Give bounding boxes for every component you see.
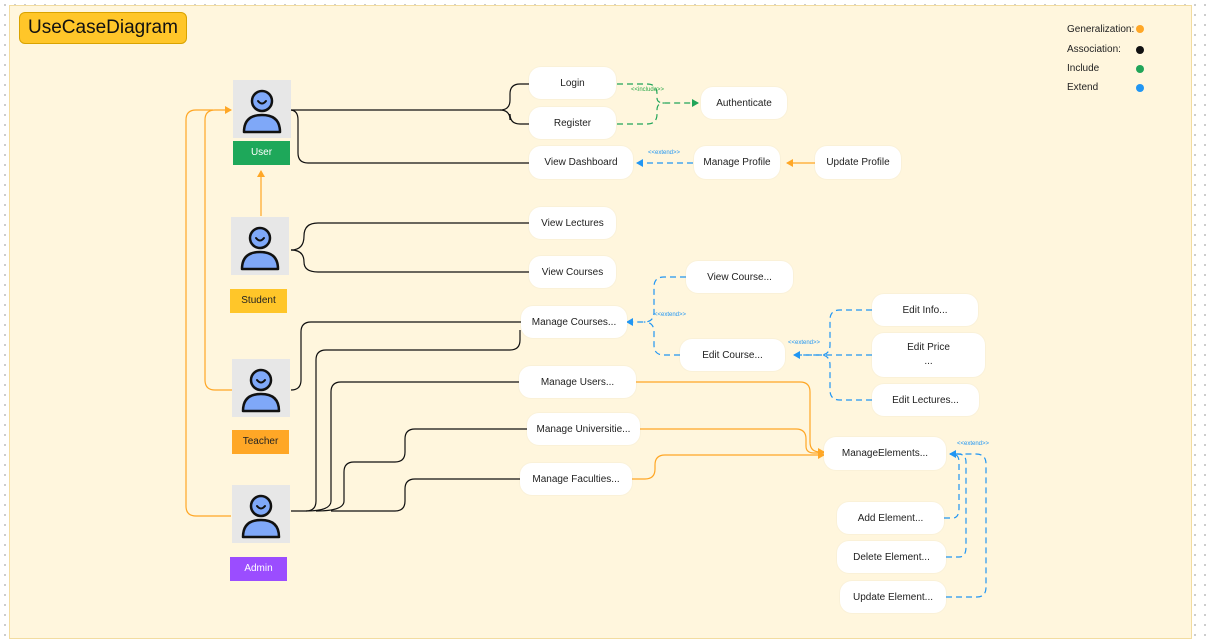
assoc-admin-universities bbox=[315, 428, 527, 512]
include-register-auth bbox=[617, 102, 665, 125]
user-actor[interactable] bbox=[233, 80, 291, 138]
legend-association-dot bbox=[1136, 46, 1144, 54]
assoc-user-login bbox=[290, 83, 529, 111]
student-label: Student bbox=[230, 289, 287, 313]
legend-include-dot bbox=[1136, 65, 1144, 73]
diagram-title: UseCaseDiagram bbox=[19, 12, 187, 44]
usecase-manage-faculties[interactable]: Manage Faculties... bbox=[520, 463, 632, 495]
extend-tag-elements: <<extend>> bbox=[957, 441, 990, 447]
usecase-manage-elements[interactable]: ManageElements... bbox=[824, 437, 946, 470]
usecase-manage-users[interactable]: Manage Users... bbox=[519, 366, 636, 398]
usecase-view-dashboard[interactable]: View Dashboard bbox=[529, 146, 633, 179]
legend-include-label: Include bbox=[1067, 63, 1100, 74]
include-tag: <<include>> bbox=[631, 87, 665, 93]
legend-generalization-label: Generalization: bbox=[1067, 24, 1135, 35]
association-lines bbox=[289, 83, 529, 512]
usecase-update-element[interactable]: Update Element... bbox=[840, 581, 946, 613]
include-login-auth bbox=[617, 83, 699, 107]
legend-extend-dot bbox=[1136, 84, 1144, 92]
extend-editlectures-editcourse bbox=[819, 354, 872, 401]
usecase-register[interactable]: Register bbox=[529, 107, 616, 139]
extend-delete-elements bbox=[946, 453, 967, 558]
extend-tag-profile: <<extend>> bbox=[648, 150, 681, 156]
extend-editcourse-managecourses bbox=[643, 321, 680, 356]
assoc-user-register bbox=[499, 109, 529, 125]
user-label: User bbox=[233, 141, 290, 165]
usecase-login[interactable]: Login bbox=[529, 67, 616, 99]
generalization-lines bbox=[185, 106, 825, 517]
assoc-teacher-managecourses bbox=[290, 321, 521, 391]
assoc-user-dashboard bbox=[289, 109, 529, 164]
usecase-manage-universities[interactable]: Manage Universitie... bbox=[527, 413, 640, 445]
usecase-edit-course[interactable]: Edit Course... bbox=[680, 339, 785, 371]
gen-teacher-user bbox=[204, 106, 233, 391]
person-icon bbox=[241, 368, 281, 413]
admin-label: Admin bbox=[230, 557, 287, 581]
gen-admin-user bbox=[185, 109, 231, 517]
assoc-student-lectures bbox=[290, 222, 529, 251]
person-icon bbox=[241, 494, 281, 539]
extend-tag-courses: <<extend>> bbox=[654, 312, 687, 318]
extend-lines bbox=[626, 159, 987, 598]
extend-add-elements bbox=[944, 450, 960, 519]
extend-tag-edit: <<extend>> bbox=[788, 340, 821, 346]
extend-viewcourse-managecourses bbox=[626, 276, 686, 326]
assoc-admin-faculties bbox=[331, 478, 520, 512]
legend-association-label: Association: bbox=[1067, 44, 1121, 55]
assoc-admin-users bbox=[305, 381, 519, 512]
usecase-view-lectures[interactable]: View Lectures bbox=[529, 207, 616, 239]
gen-users-elements bbox=[636, 381, 825, 456]
person-icon bbox=[242, 89, 282, 134]
gen-universities-elements bbox=[640, 428, 824, 454]
legend-generalization-dot bbox=[1136, 25, 1144, 33]
usecase-view-course[interactable]: View Course... bbox=[686, 261, 793, 293]
legend-extend-label: Extend bbox=[1067, 82, 1099, 93]
usecase-authenticate[interactable]: Authenticate bbox=[701, 87, 787, 119]
gen-faculties-elements bbox=[632, 451, 825, 480]
admin-actor[interactable] bbox=[232, 485, 290, 543]
usecase-edit-price[interactable]: Edit Price ... bbox=[872, 333, 985, 377]
usecase-add-element[interactable]: Add Element... bbox=[837, 502, 944, 534]
assoc-admin-managecourses bbox=[291, 330, 521, 512]
include-lines bbox=[617, 83, 699, 125]
student-actor[interactable] bbox=[231, 217, 289, 275]
usecase-update-profile[interactable]: Update Profile bbox=[815, 146, 901, 179]
teacher-actor[interactable] bbox=[232, 359, 290, 417]
usecase-edit-lectures[interactable]: Edit Lectures... bbox=[872, 384, 979, 416]
person-icon bbox=[240, 226, 280, 271]
usecase-delete-element[interactable]: Delete Element... bbox=[837, 541, 946, 573]
usecase-edit-info[interactable]: Edit Info... bbox=[872, 294, 978, 326]
usecase-manage-profile[interactable]: Manage Profile bbox=[694, 146, 780, 179]
assoc-student-courses bbox=[290, 249, 529, 273]
teacher-label: Teacher bbox=[232, 430, 289, 454]
extend-editinfo-editcourse bbox=[793, 309, 872, 359]
extend-update-elements bbox=[946, 453, 987, 598]
usecase-manage-courses[interactable]: Manage Courses... bbox=[521, 306, 627, 338]
usecase-view-courses[interactable]: View Courses bbox=[529, 256, 616, 288]
